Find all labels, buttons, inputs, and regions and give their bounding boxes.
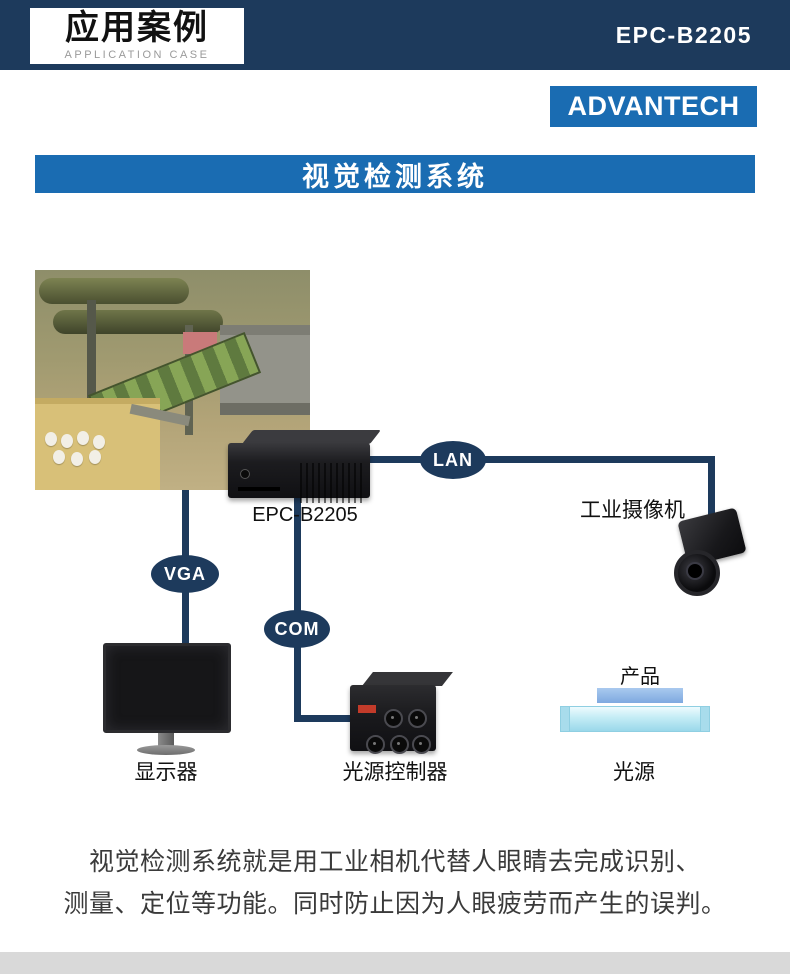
- controller-label: 光源控制器: [342, 761, 448, 784]
- photo-egg: [71, 452, 83, 466]
- light-source-cap-right: [700, 706, 710, 732]
- light-label: 光源: [613, 761, 655, 784]
- controller-knob: [366, 735, 385, 754]
- controller-top-face: [362, 672, 453, 686]
- photo-egg: [61, 434, 73, 448]
- controller-red-label: [358, 705, 376, 713]
- pc-power-button: [240, 469, 250, 479]
- pc-front-face: [228, 443, 370, 503]
- product-label: 产品: [620, 666, 660, 688]
- monitor-device: [103, 643, 231, 755]
- photo-roller-bottom: [53, 310, 223, 334]
- light-source: [560, 706, 710, 732]
- controller-knob: [408, 709, 427, 728]
- footer-bar: [0, 952, 790, 974]
- pc-vents: [300, 463, 362, 503]
- description-line-1: 视觉检测系统就是用工业相机代替人眼睛去完成识别、: [88, 848, 701, 876]
- lan-line-horizontal: [370, 456, 715, 463]
- photo-frame-bar: [87, 300, 96, 430]
- description-line-2: 测量、定位等功能。同时防止因为人眼疲劳而产生的误判。: [63, 890, 727, 918]
- pc-device: [228, 430, 381, 503]
- pc-top-face: [242, 430, 381, 444]
- camera-lens-inner: [686, 562, 704, 580]
- vga-badge: VGA: [151, 555, 219, 593]
- lan-badge: LAN: [420, 441, 486, 479]
- application-case-badge: 应用案例 APPLICATION CASE: [30, 8, 244, 64]
- controller-knob: [412, 735, 431, 754]
- monitor-stand-base: [137, 745, 195, 755]
- photo-egg: [77, 431, 89, 445]
- photo-egg: [93, 435, 105, 449]
- com-line-horizontal: [294, 715, 358, 722]
- photo-roller-top: [39, 278, 189, 304]
- camera-lens: [674, 550, 720, 596]
- camera-device: [668, 507, 748, 597]
- photo-egg: [45, 432, 57, 446]
- header-model-number: EPC-B2205: [615, 22, 752, 48]
- photo-egg: [89, 450, 101, 464]
- photo-egg: [53, 450, 65, 464]
- product-bar: [597, 688, 683, 703]
- advantech-logo: ADVANTECH: [550, 86, 757, 127]
- controller-front-face: [350, 685, 436, 754]
- monitor-stand-neck: [158, 733, 174, 746]
- controller-device: [350, 672, 453, 754]
- monitor-label: 显示器: [134, 761, 198, 784]
- lan-line-vertical: [708, 456, 715, 531]
- camera-label: 工业摄像机: [580, 499, 685, 522]
- section-banner: 视觉检测系统: [35, 155, 755, 193]
- com-badge: COM: [264, 610, 330, 648]
- badge-title: 应用案例: [65, 9, 209, 48]
- pc-label: EPC-B2205: [252, 504, 358, 526]
- monitor-screen: [103, 643, 231, 733]
- light-source-cap-left: [560, 706, 570, 732]
- controller-knob: [390, 735, 409, 754]
- advantech-logo-text: ADVANTECH: [567, 91, 740, 121]
- controller-knob: [384, 709, 403, 728]
- header-bar: 应用案例 APPLICATION CASE EPC-B2205: [0, 0, 790, 70]
- factory-photo: [35, 270, 310, 490]
- badge-subtitle: APPLICATION CASE: [64, 48, 210, 61]
- section-title: 视觉检测系统: [302, 161, 488, 192]
- pc-drive-slot: [238, 487, 280, 491]
